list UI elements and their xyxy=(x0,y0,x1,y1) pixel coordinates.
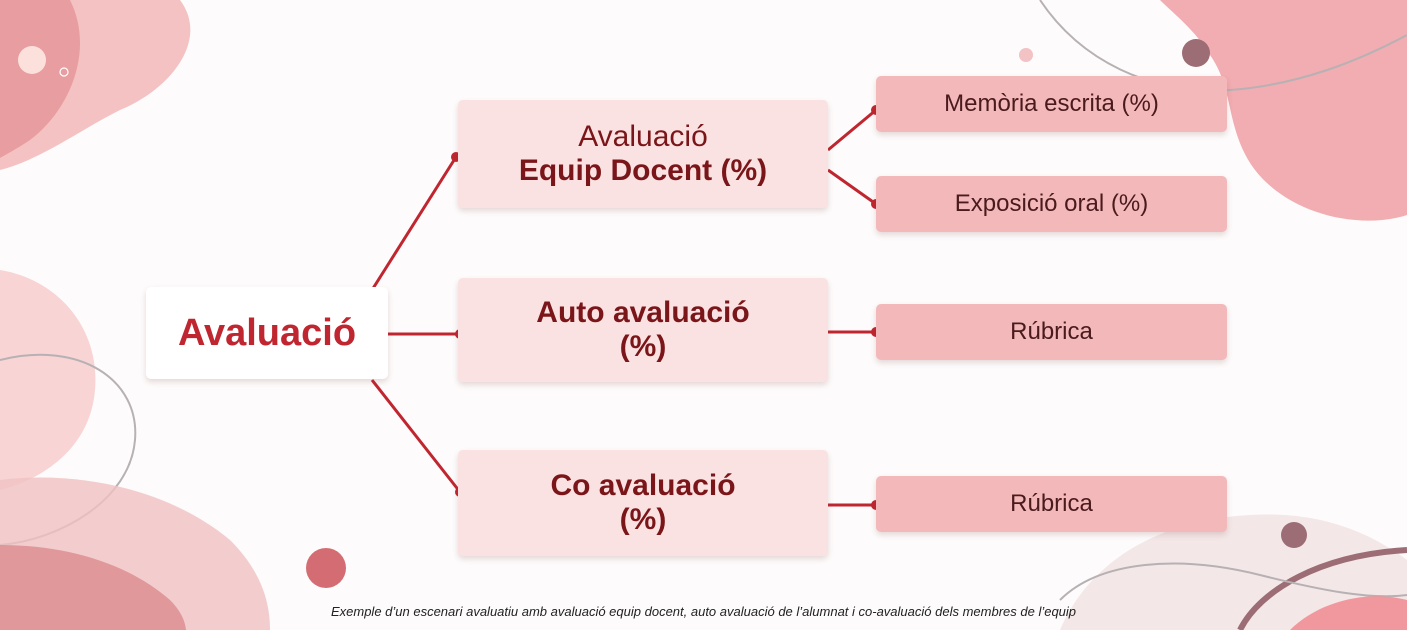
connector-branch-1-to-leaf-2 xyxy=(827,168,877,206)
branch-teacher-line2: Equip Docent (%) xyxy=(518,154,768,187)
top-left-blob-dark xyxy=(0,0,81,158)
leaf-node-written-report: Memòria escrita (%) xyxy=(876,76,1227,132)
caption: Exemple d’un escenari avaluatiu amb aval… xyxy=(330,604,1077,619)
top-left-dot xyxy=(18,46,46,74)
branch-self-line1: Auto avaluació xyxy=(536,296,750,329)
left-middle-blob xyxy=(0,270,96,490)
leaf-rubric-peer-label: Rúbrica xyxy=(1010,490,1093,517)
leaf-node-rubric-peer: Rúbrica xyxy=(876,476,1227,532)
root-node: Avaluació xyxy=(146,287,388,379)
branch-node-peer: Co avaluació (%) xyxy=(458,450,828,556)
top-right-line xyxy=(1039,0,1407,92)
bottom-right-pink-blob xyxy=(1290,596,1407,630)
top-right-blob xyxy=(1160,0,1407,221)
top-left-small-ring xyxy=(59,67,69,77)
branch-teacher-line1: Avaluació xyxy=(578,120,708,153)
connector-branch-1-to-leaf-1 xyxy=(827,108,877,152)
leaf-written-report-label: Memòria escrita (%) xyxy=(944,90,1159,117)
bottom-right-blob xyxy=(1060,514,1407,630)
root-label: Avaluació xyxy=(177,311,357,354)
branch-self-line2: (%) xyxy=(619,330,667,363)
bottom-right-curve xyxy=(1237,547,1407,630)
top-right-pink-dot xyxy=(1019,48,1033,62)
branch-node-teacher: Avaluació Equip Docent (%) xyxy=(458,100,828,208)
branch-node-self: Auto avaluació (%) xyxy=(458,278,828,382)
connector-root-to-branch-3 xyxy=(370,379,462,493)
leaf-oral-presentation-label: Exposició oral (%) xyxy=(954,190,1149,217)
leaf-node-oral-presentation: Exposició oral (%) xyxy=(876,176,1227,232)
bottom-right-mauve-dot xyxy=(1281,522,1307,548)
bottom-left-blob-dark xyxy=(0,545,186,630)
top-right-mauve-dot xyxy=(1182,39,1210,67)
branch-peer-line2: (%) xyxy=(619,503,667,536)
connector-root-to-branch-1 xyxy=(370,156,458,291)
leaf-rubric-self-label: Rúbrica xyxy=(1010,318,1093,345)
bottom-right-line xyxy=(1059,562,1407,601)
bottom-left-dot xyxy=(306,548,346,588)
leaf-node-rubric-self: Rúbrica xyxy=(876,304,1227,360)
branch-peer-line1: Co avaluació xyxy=(550,469,736,502)
